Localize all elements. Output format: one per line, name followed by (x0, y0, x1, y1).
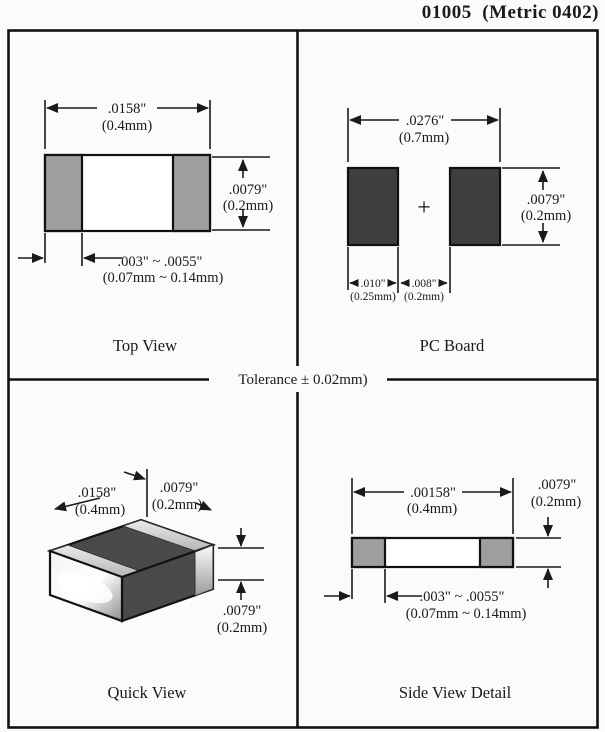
terminal-cap-left (350, 536, 387, 569)
panel-label: Top View (113, 336, 177, 355)
height-dim-mm: (0.2mm) (217, 620, 268, 636)
dimension-arrow (54, 497, 101, 512)
terminal-cap-left (43, 153, 84, 233)
panel-label: PC Board (420, 336, 485, 355)
terminal-dim-in: .003" ~ .0055" (118, 254, 203, 270)
span-dim-mm: (0.7mm) (399, 130, 450, 146)
gap-dim-mm: (0.2mm) (404, 291, 444, 303)
dimension-arrow (195, 500, 212, 511)
dimension-arrow (123, 470, 146, 481)
pad-height-dim-in: .0079" (527, 192, 566, 208)
panel-label: Quick View (108, 683, 187, 702)
terminal-cap-right (171, 153, 212, 233)
span-dim-in: .0276" (406, 113, 445, 129)
height-dim-in: .0079" (538, 477, 577, 493)
width-dim-mm: (0.2mm) (152, 497, 203, 513)
length-dim-in: .0158" (108, 101, 147, 117)
pad-width-dim-mm: (0.25mm) (350, 291, 396, 303)
top-view-panel: .0158" (0.4mm) .0079" (0.2mm) .003" ~ .0… (18, 100, 273, 355)
length-dim-mm: (0.4mm) (102, 118, 153, 134)
chip-3d (46, 518, 217, 623)
quick-view-panel: .0158" (0.4mm) .0079" (0.2mm) .007 (46, 469, 268, 702)
width-dim-in: .0079" (229, 182, 268, 198)
solder-pad-right (448, 166, 502, 247)
height-dim-mm: (0.2mm) (531, 494, 582, 510)
terminal-dim-in: .003" ~ .0055" (420, 589, 505, 605)
center-mark: + (417, 195, 431, 221)
panel-label: Side View Detail (399, 683, 512, 702)
pad-width-dim-in: .010" (361, 278, 386, 290)
solder-pad-left (346, 166, 400, 247)
page-title: 01005 (Metric 0402) (421, 2, 599, 23)
width-dim-in: .0079" (160, 480, 199, 496)
frame: Tolerance ± 0.02mm) (7, 29, 599, 729)
length-dim-mm: (0.4mm) (75, 502, 126, 518)
terminal-dim-mm: (0.07mm ~ 0.14mm) (103, 270, 224, 286)
pc-board-panel: .0276" (0.7mm) + .0079" (0.2mm) .010" (0… (346, 108, 572, 355)
pad-height-dim-mm: (0.2mm) (521, 208, 572, 224)
tolerance-note: Tolerance ± 0.02mm) (238, 372, 367, 388)
height-dim-in: .0079" (223, 603, 262, 619)
chip-side-terminal (194, 544, 214, 597)
terminal-dim-mm: (0.07mm ~ 0.14mm) (406, 606, 527, 622)
terminal-cap-right (478, 536, 515, 569)
length-dim-mm: (0.4mm) (407, 501, 458, 517)
gap-dim-in: .008" (412, 278, 437, 290)
length-dim-in: .0158" (78, 485, 117, 501)
terminal-highlight (57, 572, 113, 604)
width-dim-mm: (0.2mm) (223, 198, 274, 214)
side-view-panel: .00158" (0.4mm) .0079" (0.2mm) .003" ~ .… (324, 477, 581, 702)
length-dim-in: .00158" (410, 485, 456, 501)
